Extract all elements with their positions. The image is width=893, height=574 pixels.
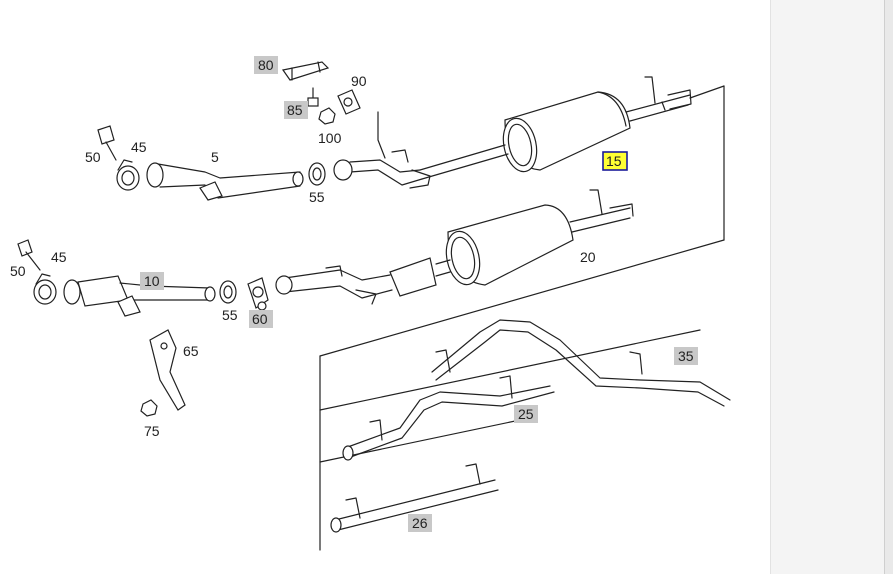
callout-60[interactable]: 60 <box>249 310 273 328</box>
callout-45-upper-text: 45 <box>131 139 147 155</box>
clamp-55-lower[interactable] <box>219 280 237 304</box>
clamp-45-lower[interactable] <box>33 273 57 305</box>
rear-muffler-20[interactable] <box>275 189 634 305</box>
clamp-55-upper[interactable] <box>308 162 326 186</box>
callout-26[interactable]: 26 <box>408 514 432 532</box>
callout-35-text: 35 <box>678 348 694 364</box>
callout-55-upper[interactable]: 55 <box>309 189 325 205</box>
callout-75[interactable]: 75 <box>144 423 160 439</box>
callout-5-text: 5 <box>211 149 219 165</box>
bolt-50-upper[interactable] <box>97 125 117 161</box>
intermediate-pipe-25[interactable] <box>342 375 555 461</box>
right-panel <box>770 0 893 574</box>
mounting-bracket-80[interactable] <box>281 61 330 81</box>
callout-60-text: 60 <box>252 311 268 327</box>
callout-80[interactable]: 80 <box>254 56 278 74</box>
nut-100[interactable] <box>318 107 336 125</box>
scrollbar-edge[interactable] <box>884 0 893 574</box>
callout-55-lower[interactable]: 55 <box>222 307 238 323</box>
callout-90-text: 90 <box>351 73 367 89</box>
callout-25-text: 25 <box>518 406 534 422</box>
callout-15-text: 15 <box>606 153 622 169</box>
nut-75[interactable] <box>140 399 158 417</box>
callout-35[interactable]: 35 <box>674 347 698 365</box>
callout-55-upper-text: 55 <box>309 189 325 205</box>
callout-50-upper-text: 50 <box>85 149 101 165</box>
tailpipe-35[interactable] <box>431 319 731 407</box>
callout-15[interactable]: 15 <box>602 151 628 171</box>
callout-45-lower[interactable]: 45 <box>51 249 67 265</box>
callout-20-text: 20 <box>580 249 596 265</box>
callout-90[interactable]: 90 <box>351 73 367 89</box>
callout-100[interactable]: 100 <box>318 130 342 146</box>
callout-20[interactable]: 20 <box>580 249 596 265</box>
callout-26-text: 26 <box>412 515 428 531</box>
support-bracket-65[interactable] <box>149 329 186 411</box>
gasket-60[interactable] <box>247 277 269 311</box>
callout-45-lower-text: 45 <box>51 249 67 265</box>
front-pipe-catalyst-10[interactable] <box>63 275 216 317</box>
panel-upper-frame <box>319 85 725 357</box>
callout-85[interactable]: 85 <box>284 101 308 119</box>
panel-lower-frame <box>319 329 701 551</box>
bolt-50-lower[interactable] <box>17 239 41 271</box>
callout-85-text: 85 <box>287 102 303 118</box>
bolt-85[interactable] <box>307 87 319 107</box>
callout-25[interactable]: 25 <box>514 405 538 423</box>
callout-55-lower-text: 55 <box>222 307 238 323</box>
clamp-45-upper[interactable] <box>116 159 140 191</box>
callout-65-text: 65 <box>183 343 199 359</box>
callout-10[interactable]: 10 <box>140 272 164 290</box>
front-pipe-5[interactable] <box>146 162 304 201</box>
callout-50-lower[interactable]: 50 <box>10 263 26 279</box>
callout-5[interactable]: 5 <box>211 149 219 165</box>
callout-50-lower-text: 50 <box>10 263 26 279</box>
callout-75-text: 75 <box>144 423 160 439</box>
callout-80-text: 80 <box>258 57 274 73</box>
callout-65[interactable]: 65 <box>183 343 199 359</box>
callout-10-text: 10 <box>144 273 160 289</box>
connecting-pipe-26[interactable] <box>330 463 499 533</box>
callout-45-upper[interactable]: 45 <box>131 139 147 155</box>
callout-50-upper[interactable]: 50 <box>85 149 101 165</box>
rubber-hanger-90[interactable] <box>337 89 361 115</box>
rear-muffler-15[interactable] <box>333 76 692 189</box>
callout-100-text: 100 <box>318 130 342 146</box>
